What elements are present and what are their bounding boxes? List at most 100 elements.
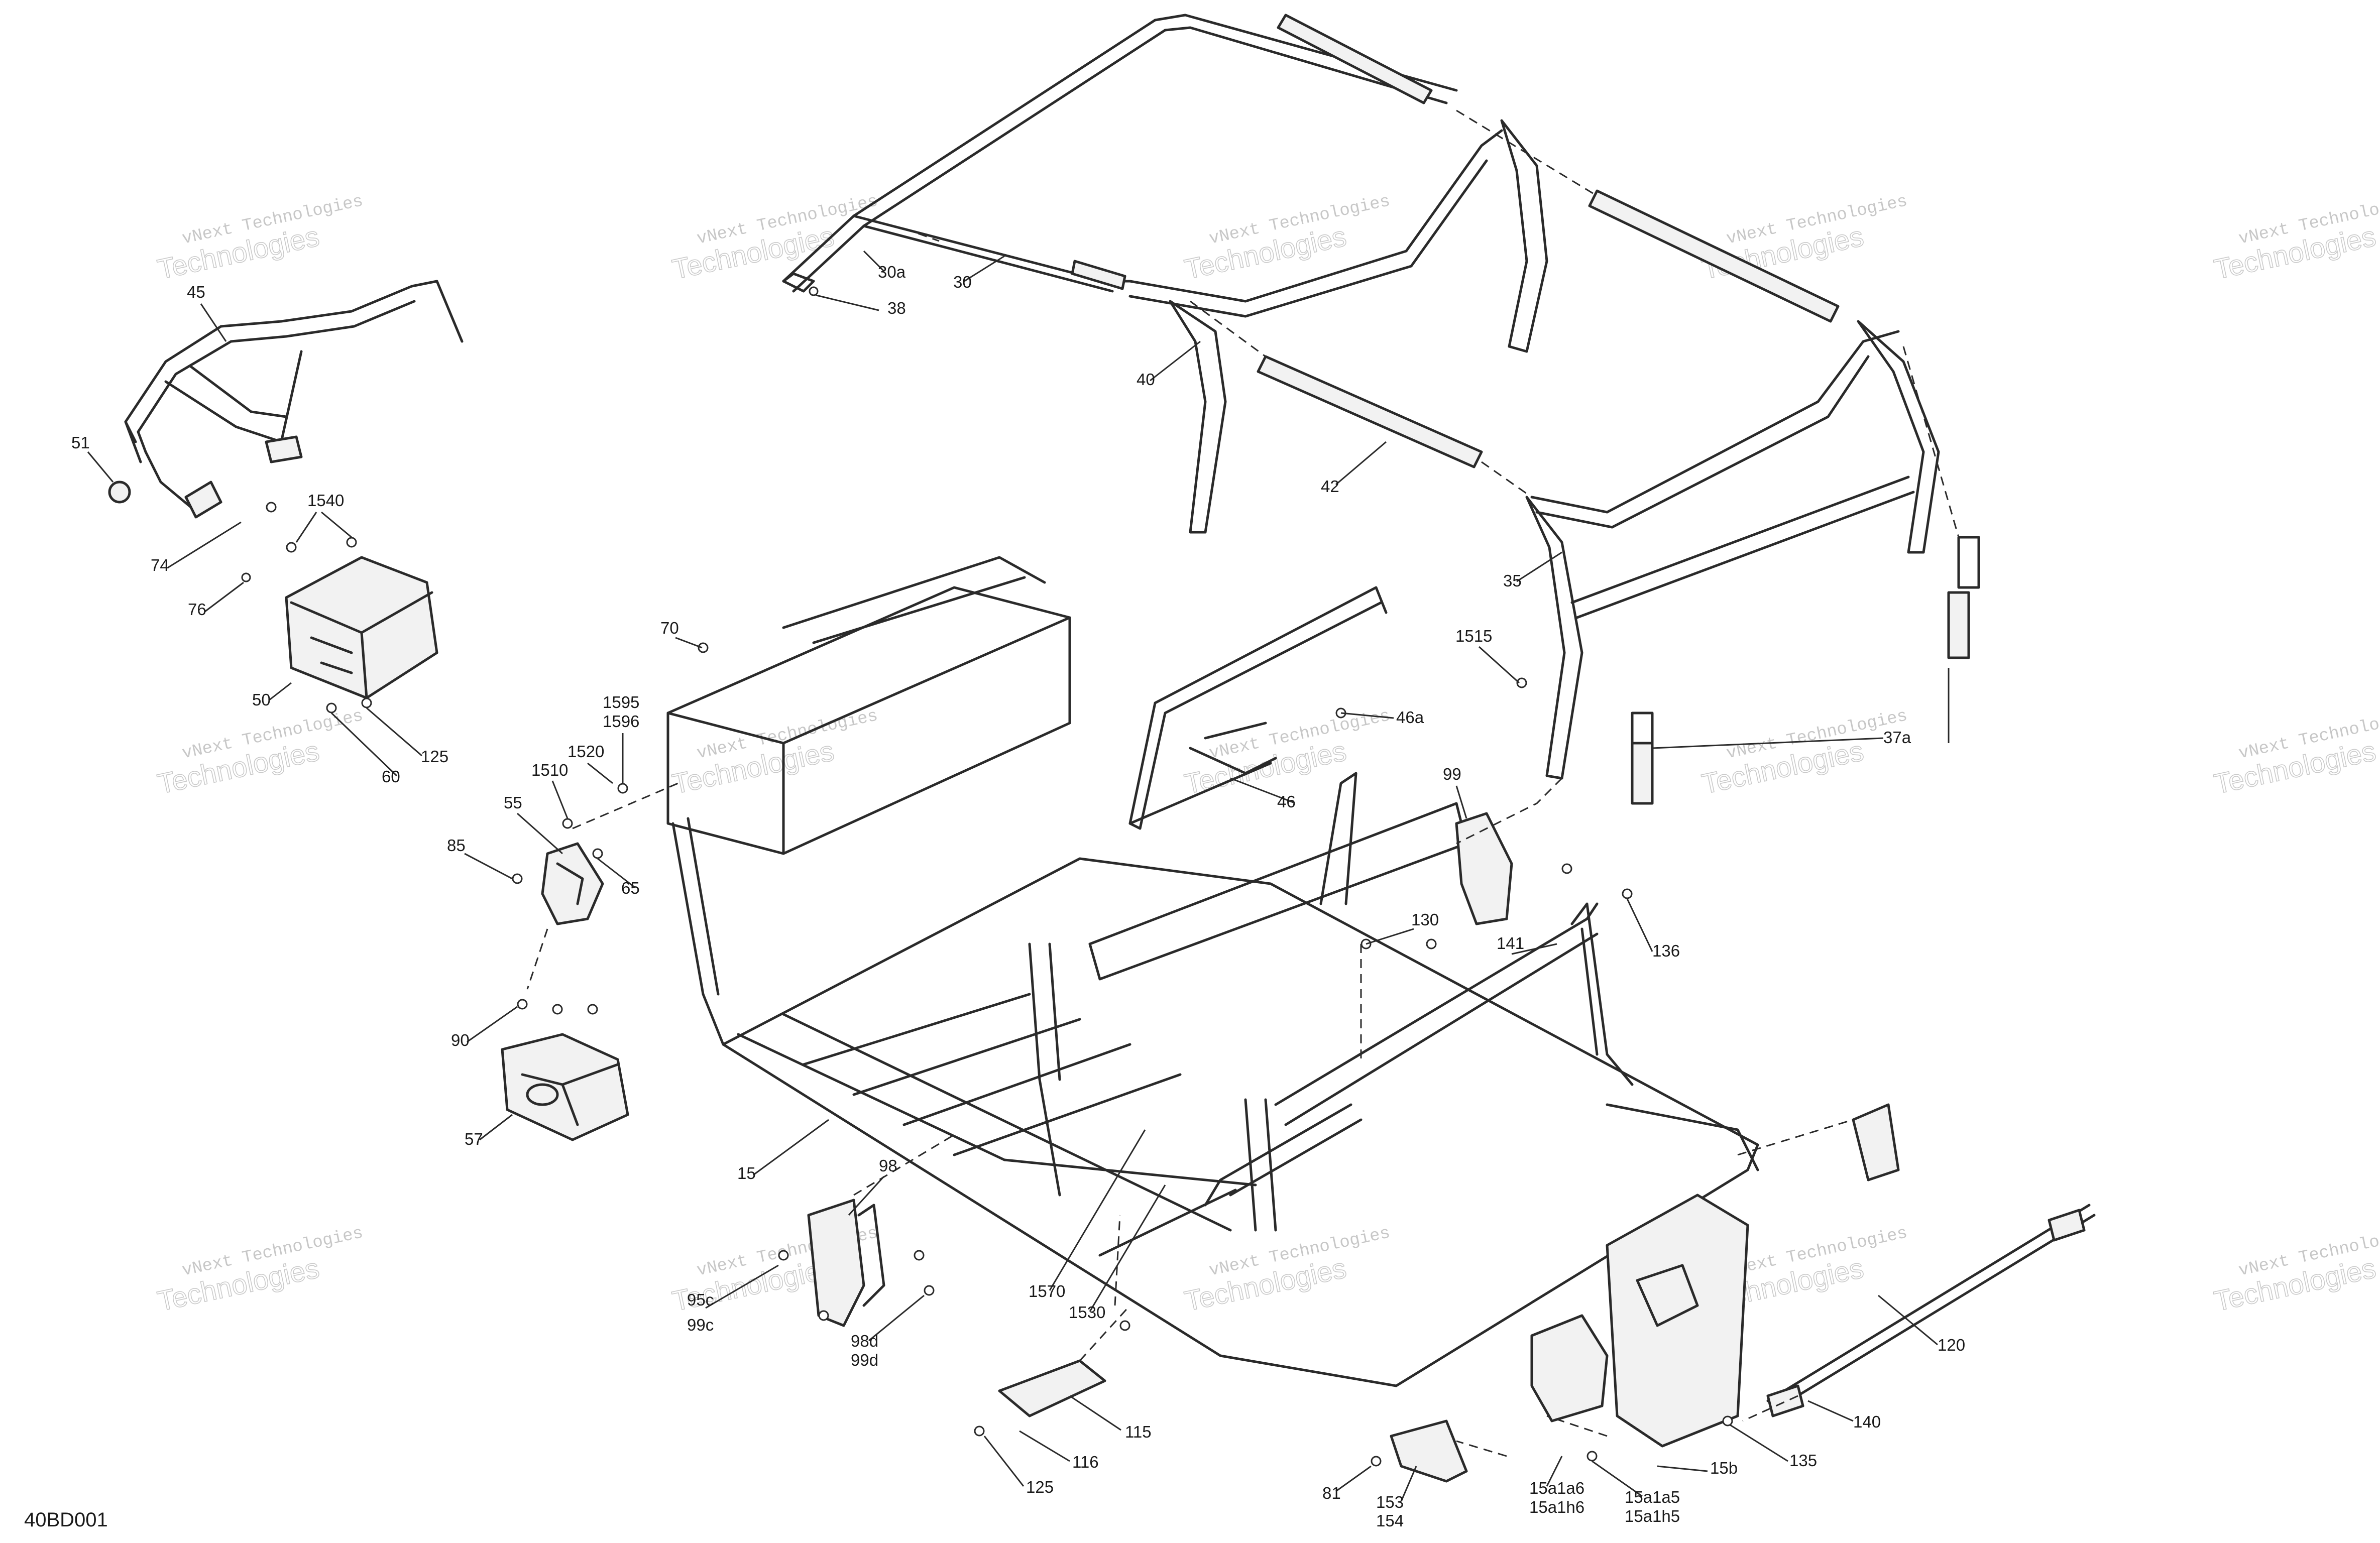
bolt <box>974 1426 985 1437</box>
watermark: vNext Technologies Technologies <box>1181 706 1392 800</box>
callout-c95c: 95c <box>687 1290 714 1309</box>
callout-c98d: 98d <box>851 1332 878 1350</box>
callout-c74: 74 <box>151 556 169 574</box>
callout-c98: 98 <box>879 1156 897 1175</box>
callout-c15a1a5: 15a1a5 <box>1625 1488 1680 1506</box>
bolt <box>1561 863 1572 874</box>
callout-c46a: 46a <box>1396 708 1424 727</box>
bracket-115[interactable] <box>998 1359 1106 1417</box>
watermark: vNext Technologies Technologies <box>2211 706 2380 800</box>
callout-c50: 50 <box>252 690 271 709</box>
bolt <box>1722 1415 1733 1427</box>
watermark: vNext Technologies Technologies <box>2211 192 2380 285</box>
callout-c1530: 1530 <box>1069 1303 1105 1322</box>
callout-c38: 38 <box>887 299 906 317</box>
end-cap-51 <box>108 481 131 504</box>
callout-c60: 60 <box>382 767 400 786</box>
callout-c76: 76 <box>188 600 206 619</box>
callout-c45: 45 <box>187 283 205 301</box>
leader-lines <box>87 250 1950 1502</box>
trailing-arm-bracket <box>1530 1314 1609 1422</box>
bolt <box>698 642 709 653</box>
callout-c55: 55 <box>504 793 522 812</box>
side-panel-46[interactable] <box>1128 586 1388 830</box>
callout-c99d: 99d <box>851 1351 878 1369</box>
watermark: vNext Technologies Technologies <box>154 192 365 285</box>
bolt <box>1586 1451 1598 1462</box>
callout-c42: 42 <box>1321 477 1339 496</box>
callout-c140: 140 <box>1853 1412 1881 1431</box>
rear-gusset-15b <box>1606 1194 1749 1448</box>
bolt <box>1516 677 1527 688</box>
bolt <box>1119 1320 1130 1331</box>
callout-c15a1a6: 15a1a6 <box>1529 1479 1584 1497</box>
watermark: vNext Technologies Technologies <box>1698 706 1909 800</box>
bolt <box>592 848 603 859</box>
pillar-tube-37a <box>1947 591 1970 659</box>
callout-c115: 115 <box>1125 1422 1152 1441</box>
callout-c130: 130 <box>1411 910 1439 929</box>
callout-c153: 153 <box>1376 1493 1404 1511</box>
callout-c125b: 125 <box>1026 1478 1054 1496</box>
callout-c120: 120 <box>1938 1336 1965 1354</box>
bracket-right[interactable] <box>1852 1103 1900 1181</box>
watermark: vNext Technologies Technologies <box>1181 192 1392 285</box>
callout-c116: 116 <box>1072 1453 1099 1471</box>
assembly-lines <box>526 109 1960 1457</box>
callout-c15: 15 <box>737 1164 756 1182</box>
roll-cage-assembly[interactable] <box>782 14 1980 805</box>
callout-c99c: 99c <box>687 1316 714 1334</box>
hardware <box>241 286 1733 1467</box>
callout-c90: 90 <box>451 1031 470 1049</box>
watermark: vNext Technologies Technologies <box>2211 1224 2380 1317</box>
callout-c70: 70 <box>660 619 679 637</box>
callout-c15b: 15b <box>1710 1459 1738 1477</box>
callout-c1540: 1540 <box>307 491 344 510</box>
callout-c30a: 30a <box>878 263 906 281</box>
bolt <box>286 542 297 553</box>
bolt <box>914 1250 925 1261</box>
bolt <box>266 502 277 513</box>
callout-c46: 46 <box>1277 792 1296 811</box>
bolt <box>346 537 357 548</box>
bracket-153[interactable] <box>1390 1419 1468 1483</box>
callout-c1515: 1515 <box>1455 627 1492 645</box>
callout-c1570: 1570 <box>1029 1282 1065 1300</box>
callout-c57: 57 <box>465 1130 483 1148</box>
callout-c30: 30 <box>953 273 972 291</box>
callout-c15a1h5: 15a1h5 <box>1625 1507 1680 1525</box>
bolt <box>818 1310 829 1321</box>
bolt <box>512 873 523 884</box>
bolt <box>617 783 628 794</box>
callout-c15a1h6: 15a1h6 <box>1529 1498 1584 1516</box>
bracket-98[interactable] <box>807 1199 885 1327</box>
callout-c125a: 125 <box>421 747 448 766</box>
side-rail-120[interactable] <box>1766 1204 2096 1417</box>
roof-rail-right <box>1588 189 1840 323</box>
bracket-99[interactable] <box>1455 812 1513 925</box>
bolt <box>241 572 251 582</box>
roof-bar-tube-30 <box>1071 260 1126 290</box>
bolt <box>778 1250 789 1261</box>
bolt <box>924 1285 935 1296</box>
watermark: vNext Technologies Technologies <box>154 706 365 800</box>
callout-c81: 81 <box>1322 1484 1341 1502</box>
callout-c154: 154 <box>1376 1511 1404 1530</box>
front-bumper-45[interactable] <box>108 280 464 519</box>
bolt <box>1371 1456 1382 1467</box>
callout-c135: 135 <box>1789 1451 1817 1470</box>
bolt <box>361 697 372 708</box>
bolt <box>517 999 528 1010</box>
bumper-bracket-50[interactable] <box>285 556 438 699</box>
callout-c1595: 1595 <box>603 693 639 711</box>
callout-c99: 99 <box>1443 765 1461 783</box>
bolt <box>552 1004 563 1015</box>
callout-c136: 136 <box>1652 941 1680 960</box>
bracket-55[interactable] <box>541 842 604 925</box>
document-id: 40BD001 <box>24 1509 108 1531</box>
bracket-57[interactable] <box>501 1033 629 1141</box>
bolt <box>562 818 573 829</box>
main-frame-15[interactable] <box>666 556 1759 1448</box>
roof-rail-front-right <box>1277 14 1433 104</box>
